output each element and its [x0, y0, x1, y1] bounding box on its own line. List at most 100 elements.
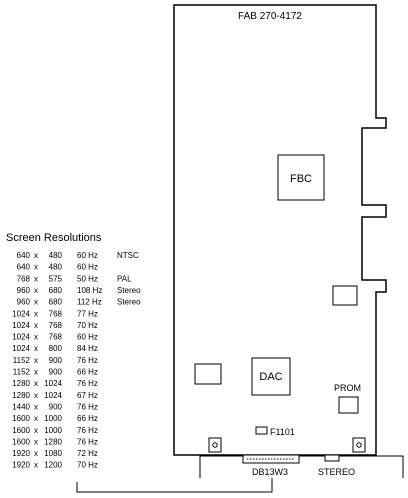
resolution-width: 1280 — [12, 391, 30, 400]
resolution-height: 480 — [49, 263, 63, 272]
resolution-refresh-rate: 60 Hz — [77, 263, 98, 272]
mounting-hole-left — [212, 442, 218, 448]
resolution-width: 1024 — [12, 333, 30, 342]
resolution-width: 640 — [17, 263, 31, 272]
resolution-width: 1600 — [12, 426, 30, 435]
resolution-note: Stereo — [117, 286, 141, 295]
resolution-height: 768 — [49, 321, 63, 330]
resolution-note: Stereo — [117, 298, 141, 307]
resolution-width: 1280 — [12, 379, 30, 388]
resolution-height: 1200 — [44, 461, 62, 470]
resolution-times-sign: x — [34, 274, 38, 283]
resolution-times-sign: x — [34, 368, 38, 377]
dac-chip-label: DAC — [259, 371, 282, 383]
resolution-refresh-rate: 60 Hz — [77, 251, 98, 260]
prom-label: PROM — [334, 383, 361, 393]
resolution-width: 960 — [17, 298, 31, 307]
resolution-note: PAL — [117, 274, 132, 283]
resolution-pointer-line — [76, 478, 273, 493]
mounting-hole-right — [356, 442, 362, 448]
resolution-height: 1080 — [44, 449, 62, 458]
resolution-height: 1024 — [44, 391, 62, 400]
resolution-width: 1600 — [12, 437, 30, 446]
fuse-label: F1101 — [270, 427, 295, 437]
resolution-width: 1024 — [12, 309, 30, 318]
resolution-refresh-rate: 108 Hz — [77, 286, 102, 295]
resolution-width: 1152 — [13, 356, 31, 365]
resolution-times-sign: x — [34, 461, 38, 470]
resolution-times-sign: x — [34, 391, 38, 400]
resolution-refresh-rate: 66 Hz — [77, 414, 98, 423]
resolution-times-sign: x — [34, 251, 38, 260]
stereo-connector — [324, 454, 340, 462]
resolution-times-sign: x — [34, 263, 38, 272]
resolution-times-sign: x — [34, 333, 38, 342]
prom-chip — [338, 396, 359, 414]
resolution-height: 768 — [49, 333, 63, 342]
resolution-refresh-rate: 112 Hz — [77, 298, 102, 307]
resolution-height: 900 — [49, 356, 63, 365]
resolution-refresh-rate: 76 Hz — [77, 426, 98, 435]
fbc-chip-label: FBC — [290, 173, 312, 185]
resolution-height: 680 — [49, 298, 63, 307]
resolution-width: 768 — [17, 274, 31, 283]
stereo-label: STEREO — [318, 467, 355, 477]
resolution-width: 1024 — [12, 344, 30, 353]
resolution-width: 1920 — [12, 449, 30, 458]
resolution-refresh-rate: 76 Hz — [77, 356, 98, 365]
resolution-times-sign: x — [34, 379, 38, 388]
resolution-times-sign: x — [34, 449, 38, 458]
resolution-height: 768 — [49, 309, 63, 318]
resolution-height: 1000 — [44, 414, 62, 423]
resolution-refresh-rate: 76 Hz — [77, 379, 98, 388]
resolution-width: 640 — [17, 251, 31, 260]
resolution-refresh-rate: 66 Hz — [77, 368, 98, 377]
resolution-width: 960 — [17, 286, 31, 295]
resolution-refresh-rate: 67 Hz — [77, 391, 98, 400]
resolution-times-sign: x — [34, 426, 38, 435]
resolution-height: 1280 — [44, 437, 62, 446]
resolution-times-sign: x — [34, 414, 38, 423]
resolution-height: 680 — [49, 286, 63, 295]
resolution-height: 900 — [49, 368, 63, 377]
resolution-refresh-rate: 72 Hz — [77, 449, 98, 458]
resolution-height: 575 — [49, 274, 63, 283]
resolution-times-sign: x — [34, 437, 38, 446]
resolution-refresh-rate: 50 Hz — [77, 274, 98, 283]
resolution-refresh-rate: 77 Hz — [77, 309, 98, 318]
mounting-bracket — [199, 455, 404, 478]
resolution-height: 800 — [49, 344, 63, 353]
resolution-times-sign: x — [34, 356, 38, 365]
resolution-height: 900 — [49, 403, 63, 412]
resolution-width: 1920 — [12, 461, 30, 470]
board-part-number: FAB 270-4172 — [238, 11, 302, 22]
resolution-times-sign: x — [34, 298, 38, 307]
resolution-times-sign: x — [34, 344, 38, 353]
board-outline — [173, 4, 387, 456]
resolution-refresh-rate: 76 Hz — [77, 437, 98, 446]
resolution-height: 480 — [49, 251, 63, 260]
fbc-chip — [277, 154, 325, 201]
resolution-times-sign: x — [34, 286, 38, 295]
resolution-refresh-rate: 70 Hz — [77, 321, 98, 330]
resolution-width: 1024 — [12, 321, 30, 330]
db13w3-label: DB13W3 — [252, 467, 288, 477]
resolution-refresh-rate: 76 Hz — [77, 403, 98, 412]
resolution-refresh-rate: 60 Hz — [77, 333, 98, 342]
resolution-height: 1000 — [44, 426, 62, 435]
small-chip-right — [332, 285, 358, 306]
resolution-times-sign: x — [34, 403, 38, 412]
resolution-width: 1600 — [12, 414, 30, 423]
dac-chip — [251, 357, 291, 396]
resolution-width: 1152 — [13, 368, 31, 377]
resolution-times-sign: x — [34, 321, 38, 330]
resolution-height: 1024 — [44, 379, 62, 388]
fuse-component — [255, 426, 268, 435]
resolution-refresh-rate: 70 Hz — [77, 461, 98, 470]
resolution-refresh-rate: 84 Hz — [77, 344, 98, 353]
screen-resolutions-title: Screen Resolutions — [6, 232, 102, 244]
resolution-times-sign: x — [34, 309, 38, 318]
small-chip-left — [194, 363, 222, 385]
